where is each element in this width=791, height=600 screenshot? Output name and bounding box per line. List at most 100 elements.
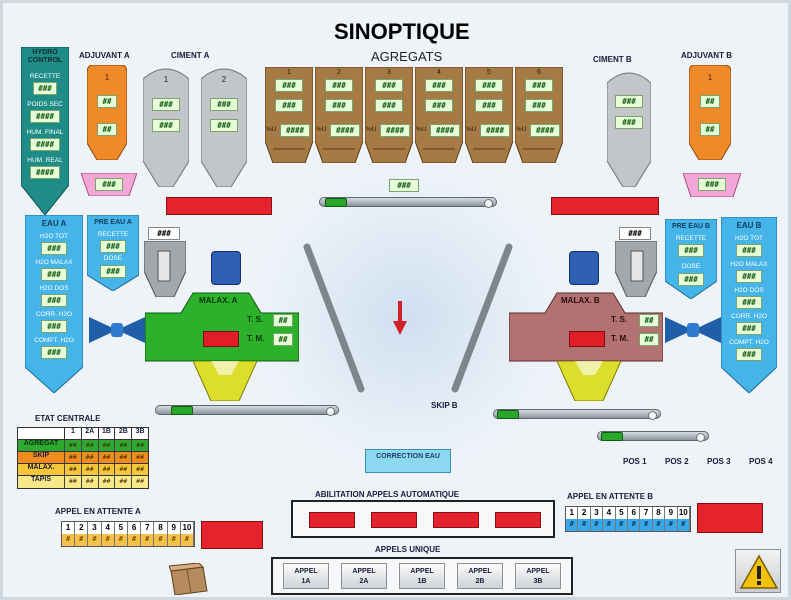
adjuvant-a-value-2: ## bbox=[97, 123, 117, 136]
eau-a-item-4-value: ### bbox=[41, 346, 67, 359]
skip-b-label: SKIP B bbox=[431, 401, 458, 410]
appel-b-num-6: 6 bbox=[627, 507, 641, 519]
appel-attente-a-label: APPEL EN ATTENTE A bbox=[55, 507, 141, 516]
malax-b-belt bbox=[493, 409, 661, 420]
etat-corner-cell bbox=[18, 428, 64, 439]
etat-row-tapis: TAPIS ########## bbox=[18, 476, 148, 488]
agregat-bin-4-number: 4 bbox=[437, 69, 441, 76]
agregats-belt bbox=[319, 197, 497, 208]
malax-b-tm-label: T. M. bbox=[611, 334, 629, 343]
etat-cell: ## bbox=[97, 440, 115, 451]
appel-a-cell: # bbox=[88, 534, 102, 546]
agregat-bin-2-value-2: ### bbox=[325, 99, 353, 112]
pre-eau-b-item-1-label: DOSE bbox=[681, 263, 701, 270]
eau-a-item-2-label: H2O DOS bbox=[39, 285, 69, 292]
etat-cell: ## bbox=[64, 464, 81, 475]
agregat-bin-6-pct: #### bbox=[530, 124, 560, 137]
adjuvant-a-tank: 1 ## ## bbox=[87, 65, 127, 160]
adjuvant-a-number: 1 bbox=[104, 73, 110, 82]
appel-a-status-button[interactable] bbox=[201, 521, 263, 549]
habilitation-1a-button[interactable] bbox=[309, 512, 355, 528]
eau-a-item-2-value: ### bbox=[41, 294, 67, 307]
appel-a-num-6: 6 bbox=[127, 522, 142, 534]
malax-b-status-indicator bbox=[569, 331, 605, 347]
ciment-a-silo-2-value-2: ### bbox=[210, 119, 238, 132]
agregats-belt-value: ### bbox=[389, 179, 419, 192]
habilitation-label: ABILITATION APPELS AUTOMATIQUE bbox=[315, 490, 460, 499]
eau-b-item-3-value: ### bbox=[736, 322, 762, 335]
appel-b-cell: # bbox=[640, 519, 653, 531]
appel-a-cell: # bbox=[127, 534, 142, 546]
appel-a-num-8: 8 bbox=[154, 522, 168, 534]
etat-cell: ## bbox=[114, 464, 131, 475]
page-title: SINOPTIQUE bbox=[334, 19, 470, 44]
pre-eau-a-item-0-value: ### bbox=[100, 240, 126, 253]
warning-button[interactable] bbox=[735, 549, 781, 593]
malax-a-ts-value: ## bbox=[273, 314, 293, 327]
appel-b-status-button[interactable] bbox=[697, 503, 763, 533]
malax-b-motor bbox=[569, 251, 599, 285]
appel-3b-l2: 3B bbox=[533, 578, 543, 585]
appel-b-cell: # bbox=[677, 519, 690, 531]
appel-attente-b-label: APPEL EN ATTENTE B bbox=[567, 492, 654, 501]
eau-a-label: EAU A bbox=[41, 219, 67, 228]
malax-a-belt-motor bbox=[171, 406, 193, 415]
pre-eau-a-item-0-label: RECETTE bbox=[97, 231, 129, 238]
agregat-bin-6-number: 6 bbox=[537, 69, 541, 76]
archive-box-icon[interactable] bbox=[169, 563, 209, 595]
eau-b-panel: EAU B H2O TOT ### H2O MALAX ### H2O DOS … bbox=[721, 217, 777, 393]
hydro-label: HYDRO CONTROL bbox=[27, 49, 63, 64]
etat-cell: ## bbox=[97, 464, 115, 475]
agregat-bin-1-number: 1 bbox=[287, 69, 291, 76]
habilitation-1b-button[interactable] bbox=[433, 512, 479, 528]
appel-a-cell: # bbox=[141, 534, 155, 546]
etat-cell: ## bbox=[114, 440, 131, 451]
pre-eau-b-item-0-value: ### bbox=[678, 244, 704, 257]
etat-cell: ## bbox=[80, 464, 98, 475]
habilitation-2b-button[interactable] bbox=[495, 512, 541, 528]
hydro-item-2-label: HUM. FINAL bbox=[26, 129, 64, 136]
malax-b-discharge bbox=[557, 361, 621, 401]
pre-eau-a-item-1-value: ### bbox=[100, 265, 126, 278]
etat-centrale-table: 1 2A 1B 2B 3B AGREGAT ########## SKIP ##… bbox=[17, 427, 149, 489]
hydro-item-0-label: RECETTE bbox=[29, 73, 61, 80]
agregat-bin-4-value-1: ### bbox=[425, 79, 453, 92]
malax-b-tm-value: ## bbox=[639, 333, 659, 346]
agregat-bin-1-value-1: ### bbox=[275, 79, 303, 92]
etat-cell: ## bbox=[80, 476, 98, 488]
ciment-b-scale-indicator bbox=[551, 197, 659, 215]
correction-eau-button[interactable]: CORRECTION EAU bbox=[365, 449, 451, 473]
malax-b-hopper-value: ### bbox=[619, 227, 651, 240]
appel-2b-l1: APPEL bbox=[468, 568, 492, 575]
adjuvant-b-tank: 1 ## ## bbox=[689, 65, 731, 160]
etat-cell: ## bbox=[131, 440, 148, 451]
etat-cell: ## bbox=[131, 476, 148, 488]
ciment-a-silo-1: 1 ### ### bbox=[143, 65, 189, 187]
habilitation-2a-button[interactable] bbox=[371, 512, 417, 528]
appel-a-num-2: 2 bbox=[75, 522, 89, 534]
ciment-a-scale-indicator bbox=[166, 197, 272, 215]
ciment-a-silo-2-value-1: ### bbox=[210, 98, 238, 111]
appel-b-cell: # bbox=[652, 519, 666, 531]
appel-a-cell: # bbox=[114, 534, 128, 546]
malax-b-ts-value: ## bbox=[639, 314, 659, 327]
appel-b-cell: # bbox=[615, 519, 628, 531]
etat-col-1: 2A bbox=[80, 428, 98, 439]
etat-cell: ## bbox=[114, 476, 131, 488]
etat-row-1-label: SKIP bbox=[32, 452, 50, 459]
malax-b-belt-motor bbox=[497, 410, 519, 419]
appel-a-cell: # bbox=[75, 534, 89, 546]
agregat-bin-6: 6 ### ### %U #### bbox=[515, 67, 563, 163]
eau-b-item-3-label: CORR. H2O bbox=[730, 313, 768, 320]
adjuvant-a-scale: ### bbox=[81, 173, 137, 196]
etat-row-skip: SKIP ########## bbox=[18, 452, 148, 464]
hydro-item-2-value: #### bbox=[30, 138, 60, 151]
agregat-bin-1-pct-label: %U bbox=[266, 126, 277, 133]
appel-a-num-9: 9 bbox=[167, 522, 181, 534]
